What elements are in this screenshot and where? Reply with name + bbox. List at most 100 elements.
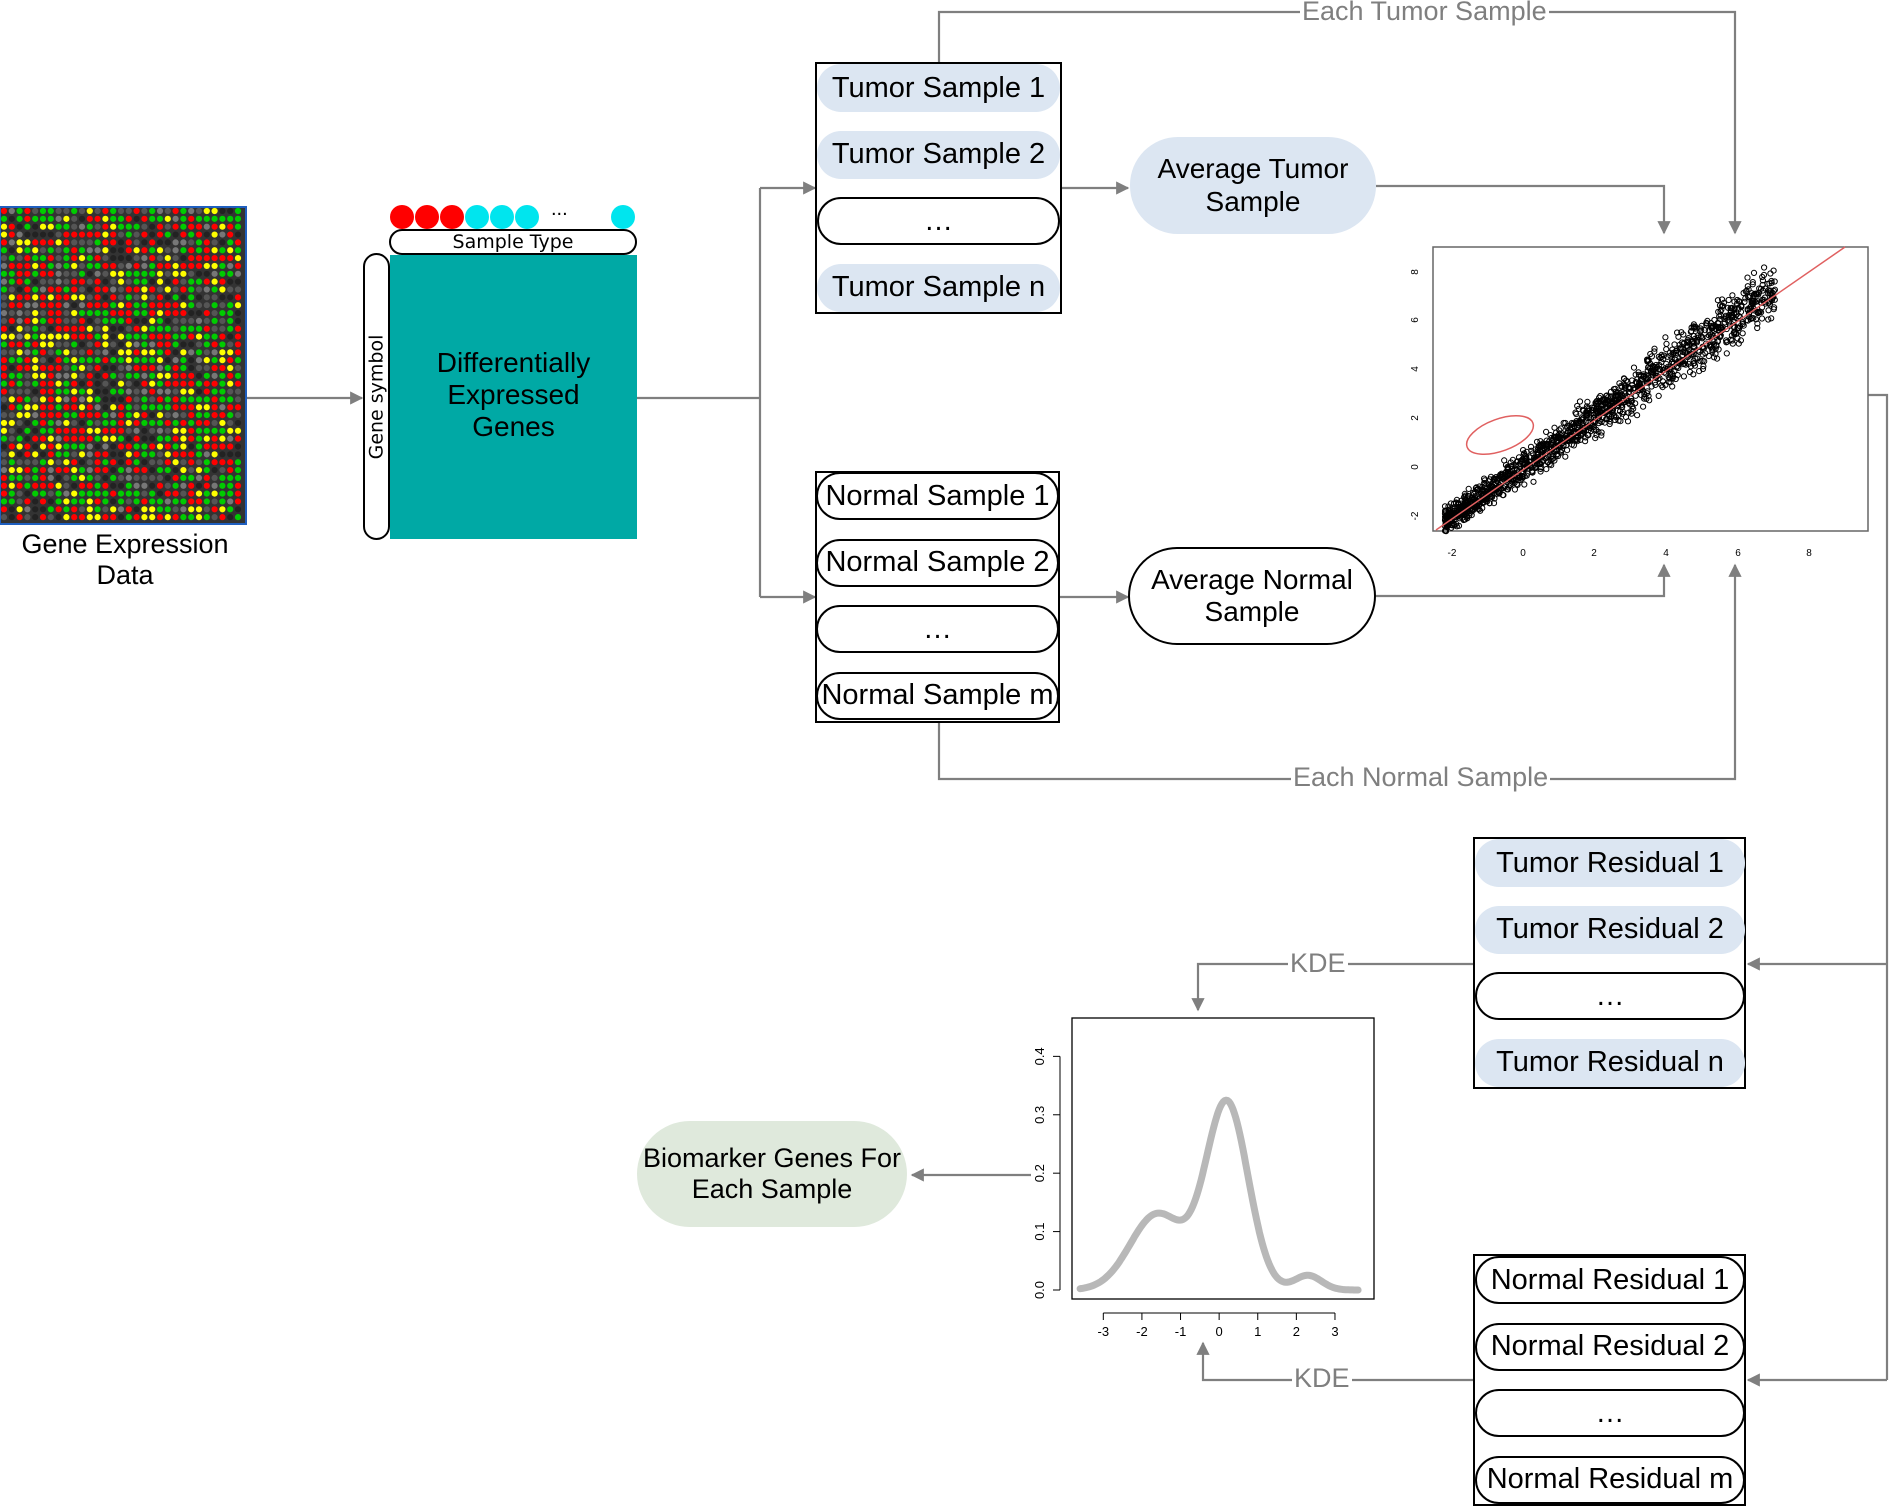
heatmap-cell	[24, 388, 31, 395]
heatmap-cell	[219, 459, 226, 466]
heatmap-cell	[24, 396, 31, 403]
heatmap-cell	[0, 474, 8, 481]
heatmap-cell	[211, 443, 218, 450]
sample-dot-red	[440, 205, 464, 229]
heatmap-cell	[0, 498, 8, 505]
scatter-point	[1765, 316, 1772, 323]
heatmap-cell	[219, 333, 226, 340]
heatmap-cell	[78, 451, 86, 458]
heatmap-cell	[39, 262, 47, 270]
heatmap-cell	[24, 215, 31, 222]
heatmap-cell	[78, 207, 86, 215]
heatmap-cell	[55, 404, 62, 411]
scatter-point	[1677, 357, 1685, 364]
heatmap-cell	[63, 451, 70, 458]
scatter-y-tick: 8	[1410, 269, 1421, 275]
scatter-point	[1485, 478, 1492, 485]
heatmap-cell	[133, 270, 140, 277]
heatmap-cell	[55, 372, 62, 379]
heatmap-cell	[86, 364, 93, 372]
heatmap-cell	[110, 333, 117, 340]
tumor-sample-item-4: Tumor Sample n	[817, 263, 1060, 312]
heatmap-cell	[164, 404, 171, 411]
heatmap-cell	[133, 498, 140, 505]
scatter-point	[1723, 337, 1730, 344]
heatmap-cell	[172, 349, 179, 356]
heatmap-cell	[149, 490, 156, 497]
heatmap-cell	[219, 404, 226, 411]
heatmap-cell	[117, 207, 125, 215]
heatmap-cell	[32, 262, 39, 270]
heatmap-cell	[47, 317, 54, 324]
heatmap-cell	[110, 380, 117, 387]
heatmap-cell	[63, 443, 70, 450]
heatmap-cell	[133, 396, 140, 403]
heatmap-cell	[8, 404, 15, 411]
heatmap-cell	[117, 341, 125, 348]
scatter-point	[1750, 292, 1758, 299]
heatmap-cell	[78, 412, 86, 419]
scatter-point	[1698, 327, 1705, 334]
heatmap-cell	[219, 223, 226, 230]
scatter-point	[1749, 279, 1756, 286]
scatter-point	[1601, 419, 1608, 426]
heatmap-cell	[71, 333, 78, 340]
heatmap-cell	[0, 239, 8, 246]
heatmap-cell	[0, 317, 8, 324]
heatmap-cell	[203, 231, 210, 238]
heatmap-cell	[24, 325, 31, 332]
normal-sample-item-2: Normal Sample 2	[816, 538, 1059, 587]
heatmap-cell	[211, 482, 218, 489]
heatmap-cell	[156, 239, 164, 246]
heatmap-cell	[102, 490, 109, 497]
heatmap-cell	[110, 302, 117, 309]
heatmap-cell	[94, 451, 101, 458]
scatter-point	[1690, 360, 1697, 367]
scatter-point	[1562, 453, 1569, 460]
heatmap-cell	[63, 262, 70, 270]
heatmap-cell	[24, 317, 31, 324]
heatmap-cell	[39, 247, 47, 254]
heatmap-cell	[24, 247, 31, 254]
heatmap-cell	[133, 223, 140, 230]
scatter-point	[1741, 298, 1748, 305]
heatmap-cell	[203, 239, 210, 246]
normal-residual-item-2: Normal Residual 2	[1475, 1322, 1745, 1371]
scatter-point	[1716, 313, 1723, 320]
heatmap-cell	[24, 364, 31, 372]
heatmap-cell	[227, 506, 234, 513]
scatter-point	[1456, 515, 1463, 522]
heatmap-cell	[141, 466, 148, 474]
scatter-point	[1612, 385, 1619, 392]
heatmap-cell	[180, 443, 187, 450]
heatmap-cell	[195, 270, 203, 277]
heatmap-cell	[0, 372, 8, 379]
heatmap-cell	[180, 388, 187, 395]
heatmap-cell	[24, 223, 31, 230]
heatmap-cell	[117, 427, 125, 434]
heatmap-cell	[71, 419, 78, 427]
heatmap-cell	[227, 404, 234, 411]
heatmap-cell	[86, 498, 93, 505]
scatter-point	[1725, 314, 1732, 321]
scatter-point	[1648, 383, 1655, 390]
heatmap-cell	[156, 443, 164, 450]
heatmap-cell	[172, 286, 179, 293]
heatmap-cell	[211, 207, 218, 215]
heatmap-cell	[0, 349, 8, 356]
heatmap-cell	[164, 309, 171, 317]
heatmap-cell	[172, 215, 179, 222]
heatmap-cell	[172, 419, 179, 427]
heatmap-cell	[234, 419, 242, 427]
heatmap-cell	[234, 255, 242, 262]
heatmap-cell	[86, 239, 93, 246]
heatmap-cell	[8, 364, 15, 372]
heatmap-cell	[219, 262, 226, 270]
heatmap-cell	[8, 302, 15, 309]
heatmap-cell	[8, 341, 15, 348]
each-tumor-sample-label: Each Tumor Sample	[1300, 0, 1549, 27]
heatmap-cell	[94, 309, 101, 317]
heatmap-cell	[39, 278, 47, 285]
heatmap-cell	[180, 215, 187, 222]
